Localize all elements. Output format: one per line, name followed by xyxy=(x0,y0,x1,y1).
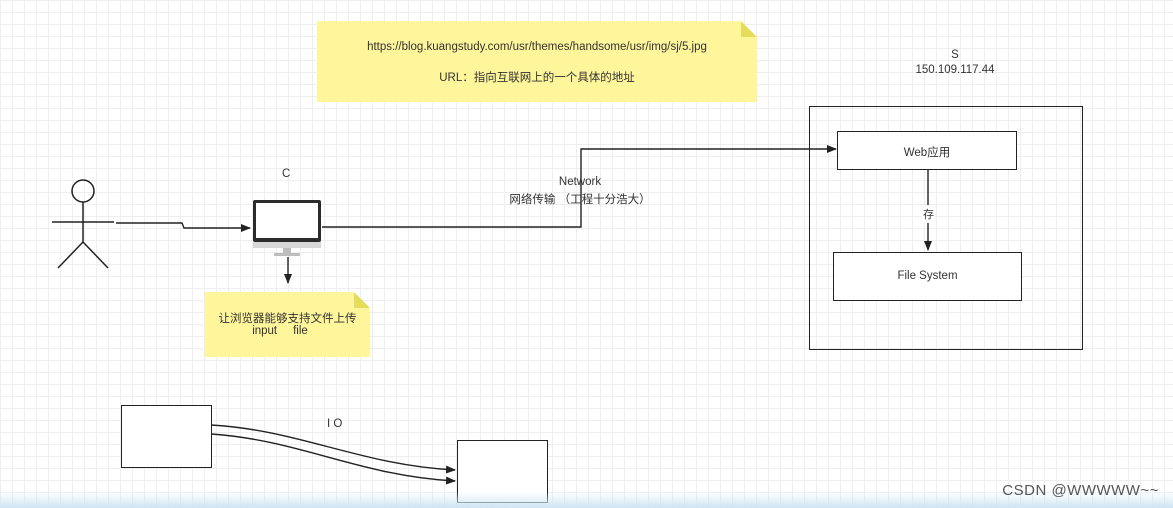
web-app-box: Web应用 xyxy=(837,131,1017,170)
io-stream-arrows xyxy=(210,424,456,485)
monitor-icon xyxy=(253,200,321,256)
server-box xyxy=(809,106,1083,350)
url-note: https://blog.kuangstudy.com/usr/themes/h… xyxy=(317,21,757,102)
connector-network xyxy=(322,145,837,228)
bottom-wave-decoration xyxy=(0,492,1173,508)
upload-note-line2: input file xyxy=(252,325,308,337)
client-label: C xyxy=(282,168,291,180)
file-system-box: File System xyxy=(833,252,1022,301)
file-system-label: File System xyxy=(897,270,958,282)
web-app-label: Web应用 xyxy=(903,147,951,159)
upload-note: 让浏览器能够支持文件上传 input file xyxy=(205,292,370,357)
upload-note-line1: 让浏览器能够支持文件上传 xyxy=(218,313,357,325)
person-icon xyxy=(52,179,114,269)
io-label: I O xyxy=(327,418,343,430)
network-sublabel: 网络传输 （工程十分浩大） xyxy=(509,194,651,206)
network-label: Network xyxy=(558,176,602,188)
io-source-box xyxy=(121,405,212,468)
server-label: S xyxy=(951,49,959,61)
csdn-watermark: CSDN @WWWWW~~ xyxy=(1002,482,1159,499)
url-note-line2: URL：指向互联网上的一个具体的地址 xyxy=(439,72,635,84)
store-label: 存 xyxy=(922,205,935,223)
url-note-line1: https://blog.kuangstudy.com/usr/themes/h… xyxy=(367,41,707,53)
server-ip: 150.109.117.44 xyxy=(915,64,995,76)
connector-person-to-client xyxy=(116,222,251,232)
